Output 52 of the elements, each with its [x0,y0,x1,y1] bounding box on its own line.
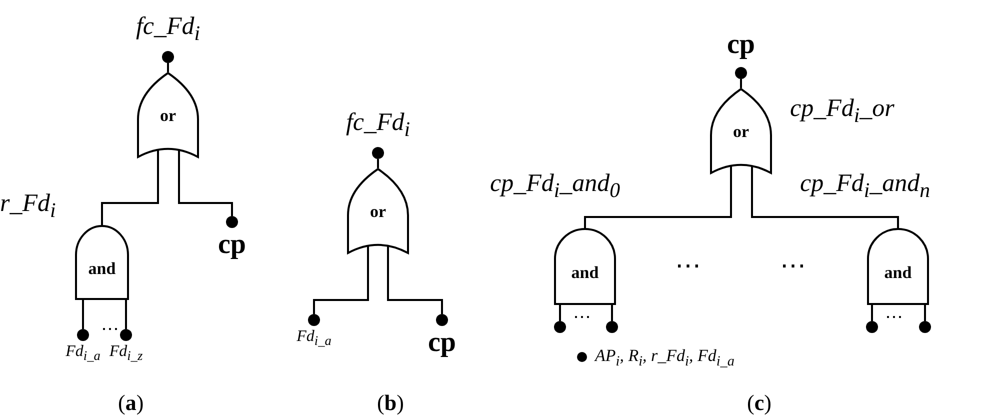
event-label: fc_Fd$_{i}$ [136,13,200,45]
panel-caption: (a) [118,390,144,416]
panel-caption: (b) [377,390,404,416]
terminal-dot [554,321,566,333]
or-gate [347,168,409,254]
wire [559,305,561,321]
gate-label: or [368,202,388,222]
gate-label: or [732,122,750,142]
and-gate [867,228,929,305]
event-label: cp [428,328,456,359]
event-label: Fd$_{i_z}$ [109,343,143,364]
wire [178,150,233,216]
event-label: fc_Fd$_{i}$ [346,109,410,141]
gate-caption: cp_Fd$_{i}$_and$_{0}$ [490,170,620,203]
event-label: cp [727,30,755,61]
wire [740,79,742,88]
or-gate [137,72,199,158]
legend-text: AP$_{i}$, R$_{i}$, r_Fd$_{i}$, Fd$_{i_a}$ [595,346,734,370]
wire [924,305,926,321]
terminal-dot [606,321,618,333]
ellipsis: ⋯ [101,318,119,340]
panel-caption: (c) [747,390,772,416]
and-gate [554,228,616,305]
ellipsis: ⋯ [780,250,806,281]
gate-caption: cp_Fd$_{i}$_or [790,95,894,128]
event-label: cp [218,230,246,261]
terminal-dot [919,321,931,333]
wire [377,159,379,168]
wire [611,305,613,321]
gate-caption: r_Fd$_{i}$ [0,190,56,223]
or-gate [710,88,772,174]
wire [871,305,873,321]
wire [313,246,369,314]
ellipsis: ⋯ [885,306,903,328]
wire [751,166,899,228]
gate-label: and [883,262,913,283]
wire [584,166,732,228]
wire [387,246,443,314]
and-gate [75,225,129,300]
wire [167,63,169,72]
ellipsis: ⋯ [573,306,591,328]
wire [82,300,84,329]
gate-caption: cp_Fd$_{i}$_and$_{n}$ [800,170,930,203]
event-label: Fd$_{i_a}$ [296,328,332,349]
terminal-dot [866,321,878,333]
wire [101,150,159,225]
gate-label: and [570,262,600,283]
ellipsis: ⋯ [675,250,701,281]
wire [125,300,127,329]
gate-label: or [158,106,178,126]
gate-label: and [87,258,117,279]
event-label: Fd$_{i_a}$ [66,343,100,364]
